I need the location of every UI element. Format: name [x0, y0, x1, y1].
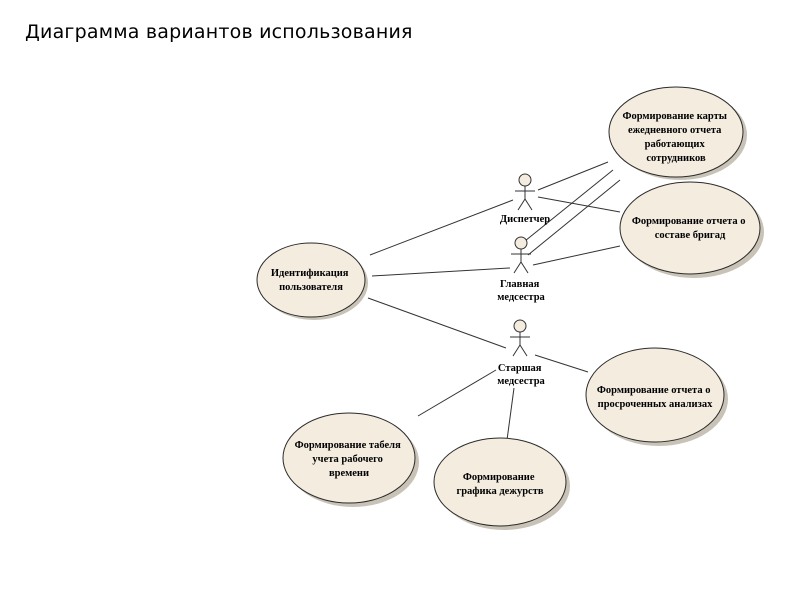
label-line: Формирование — [463, 472, 535, 483]
label-line: графика дежурств — [456, 486, 543, 497]
use-case-label: Формирование отчета о просроченных анали… — [597, 385, 713, 410]
label-line: работающих — [645, 139, 706, 150]
assoc-senior-nurse-overdue — [534, 354, 589, 373]
label-line: Формирование отчета о — [632, 216, 746, 227]
actor-senior-nurse[interactable]: Старшая медсестра — [497, 319, 546, 387]
label-line: ежедневного отчета — [628, 125, 722, 136]
use-case-identification[interactable]: Идентификация пользователя — [256, 242, 368, 320]
use-case-overdue-tests-report[interactable]: Формирование отчета о просроченных анали… — [585, 347, 728, 446]
stick-figure-icon — [511, 236, 531, 274]
assoc-head-nurse-brigade-report — [532, 245, 621, 266]
label-line: Формирование отчета о — [597, 385, 711, 396]
label-line: составе бригад — [655, 230, 726, 241]
label-line: Старшая — [498, 363, 542, 374]
label-line: сотрудников — [646, 153, 706, 164]
assoc-head-nurse-daily-report — [519, 169, 614, 246]
associations — [367, 161, 621, 441]
use-case-label: Идентификация пользователя — [271, 268, 351, 293]
assoc-identification-senior-nurse — [367, 297, 507, 349]
use-case-duty-schedule[interactable]: Формирование графика дежурств — [433, 437, 570, 530]
assoc-identification-head-nurse — [371, 267, 511, 277]
actor-dispatcher[interactable]: Диспетчер — [500, 173, 550, 225]
actor-label: Старшая медсестра — [497, 363, 545, 387]
use-case-label: Формирование табеля учета рабочего време… — [295, 440, 404, 479]
label-line: медсестра — [497, 376, 545, 387]
label-line: Главная — [500, 279, 540, 290]
label-line: Идентификация — [271, 268, 349, 279]
label-line: Диспетчер — [500, 214, 550, 225]
assoc-senior-nurse-schedule — [506, 387, 515, 441]
assoc-head-nurse-daily-report-2 — [527, 179, 621, 256]
use-case-daily-report-map[interactable]: Формирование карты ежедневного отчета ра… — [608, 86, 747, 180]
assoc-dispatcher-brigade-report — [537, 196, 621, 213]
label-line: пользователя — [279, 282, 343, 293]
actor-label: Диспетчер — [500, 214, 550, 225]
label-line: учета рабочего — [312, 454, 383, 465]
use-case-label: Формирование отчета о составе бригад — [632, 216, 748, 241]
use-case-brigade-report[interactable]: Формирование отчета о составе бригад — [619, 181, 764, 278]
label-line: медсестра — [497, 292, 545, 303]
stick-figure-icon — [515, 173, 535, 211]
actor-head-nurse[interactable]: Главная медсестра — [497, 236, 546, 303]
assoc-identification-dispatcher — [369, 199, 514, 256]
assoc-dispatcher-daily-report — [537, 161, 609, 191]
label-line: Формирование табеля — [295, 440, 401, 451]
use-case-label: Формирование графика дежурств — [456, 472, 543, 497]
actor-label: Главная медсестра — [497, 279, 545, 303]
label-line: просроченных анализах — [598, 399, 713, 410]
page-title: Диаграмма вариантов использования — [25, 21, 413, 43]
use-case-timesheet[interactable]: Формирование табеля учета рабочего време… — [282, 412, 419, 507]
stick-figure-icon — [510, 319, 530, 357]
assoc-senior-nurse-timesheet — [417, 369, 497, 417]
label-line: Формирование карты — [622, 111, 726, 122]
use-case-label: Формирование карты ежедневного отчета ра… — [622, 111, 729, 164]
label-line: времени — [329, 468, 369, 479]
